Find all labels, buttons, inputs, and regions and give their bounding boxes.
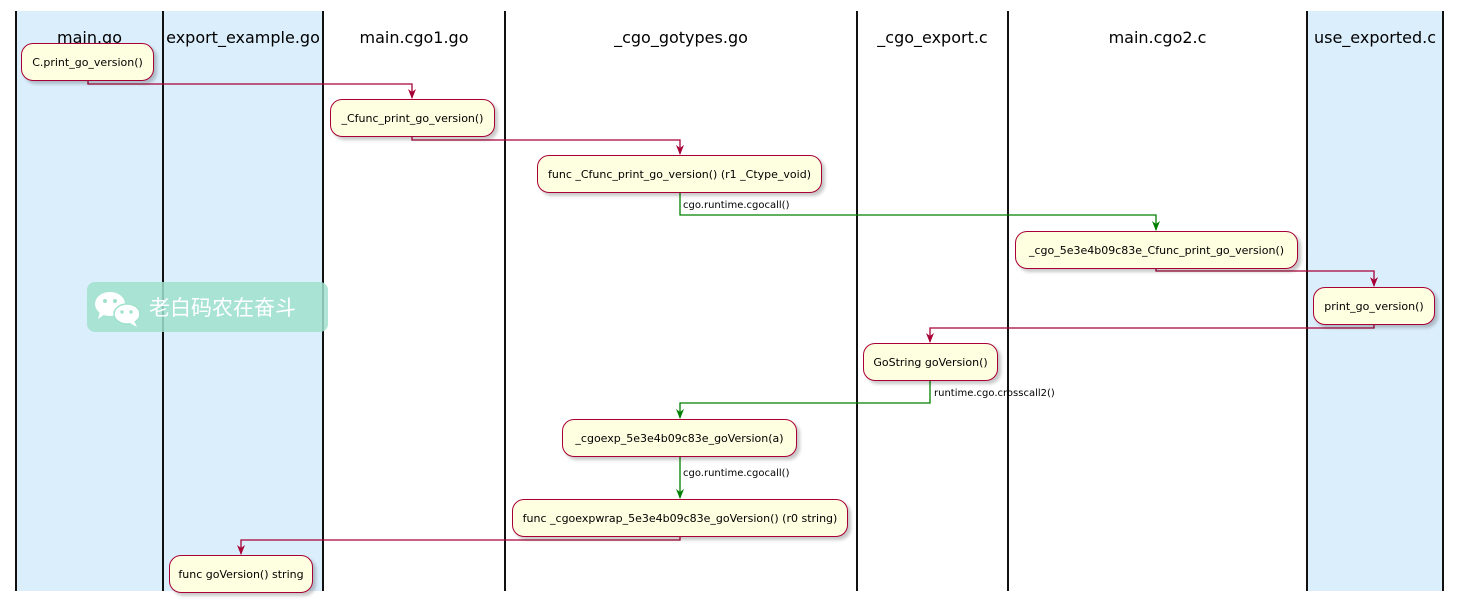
lane-separator bbox=[1007, 11, 1009, 591]
edge-label-crosscall2: runtime.cgo.crosscall2() bbox=[934, 388, 1055, 399]
lane-title-cgo-export-c: _cgo_export.c bbox=[877, 28, 988, 47]
watermark: 老白码农在奋斗 bbox=[87, 282, 328, 332]
lane-title-use-exported-c: use_exported.c bbox=[1313, 28, 1437, 47]
edge-label-cgocall: cgo.runtime.cgocall() bbox=[683, 468, 790, 479]
lane-separator bbox=[504, 11, 506, 591]
lane-title-main-go: main.go bbox=[56, 28, 122, 47]
activity-node: GoString goVersion() bbox=[863, 343, 998, 381]
activity-node: _Cfunc_print_go_version() bbox=[330, 99, 495, 137]
edge-main-go-to-cgo1 bbox=[87, 81, 416, 99]
activity-node: C.print_go_version() bbox=[21, 43, 154, 81]
watermark-text: 老白码农在奋斗 bbox=[149, 296, 296, 320]
edge-gotypes-to-cgo2 bbox=[679, 193, 1160, 231]
edge-cgo-export-to-gotypes bbox=[676, 381, 931, 419]
lane-separator bbox=[1442, 11, 1444, 591]
edge-cgo2-to-use-exported bbox=[1155, 268, 1378, 287]
wechat-icon bbox=[95, 292, 141, 327]
activity-node: _cgoexp_5e3e4b09c83e_goVersion(a) bbox=[562, 419, 797, 457]
activity-node: _cgo_5e3e4b09c83e_Cfunc_print_go_version… bbox=[1015, 231, 1298, 269]
lane-separator bbox=[1306, 11, 1308, 591]
lane-title-main-cgo2-c: main.cgo2.c bbox=[1108, 28, 1207, 47]
activity-node: func _Cfunc_print_go_version() (r1 _Ctyp… bbox=[537, 155, 822, 193]
lane-cgo-gotypes-go: _cgo_gotypes.go bbox=[506, 11, 856, 591]
edge-cgoexpwrap-to-export-example bbox=[237, 537, 681, 555]
lane-main-cgo1-go: main.cgo1.go bbox=[324, 11, 504, 591]
lane-title-main-cgo1-go: main.cgo1.go bbox=[359, 28, 469, 47]
edge-use-exported-to-cgo-export bbox=[926, 324, 1375, 343]
lane-cgo-export-c: _cgo_export.c bbox=[858, 11, 1007, 591]
activity-node: print_go_version() bbox=[1313, 287, 1435, 325]
edge-label-cgocall: cgo.runtime.cgocall() bbox=[683, 200, 790, 211]
lane-title-export-example-go: export_example.go bbox=[166, 28, 320, 47]
edge-cgo1-to-gotypes bbox=[411, 137, 684, 155]
lane-title-cgo-gotypes-go: _cgo_gotypes.go bbox=[614, 28, 748, 47]
activity-node: func _cgoexpwrap_5e3e4b09c83e_goVersion(… bbox=[512, 499, 848, 537]
activity-node: func goVersion() string bbox=[169, 555, 313, 593]
lane-separator bbox=[15, 11, 17, 591]
lane-separator bbox=[856, 11, 858, 591]
lane-main-cgo2-c: main.cgo2.c bbox=[1009, 11, 1306, 591]
